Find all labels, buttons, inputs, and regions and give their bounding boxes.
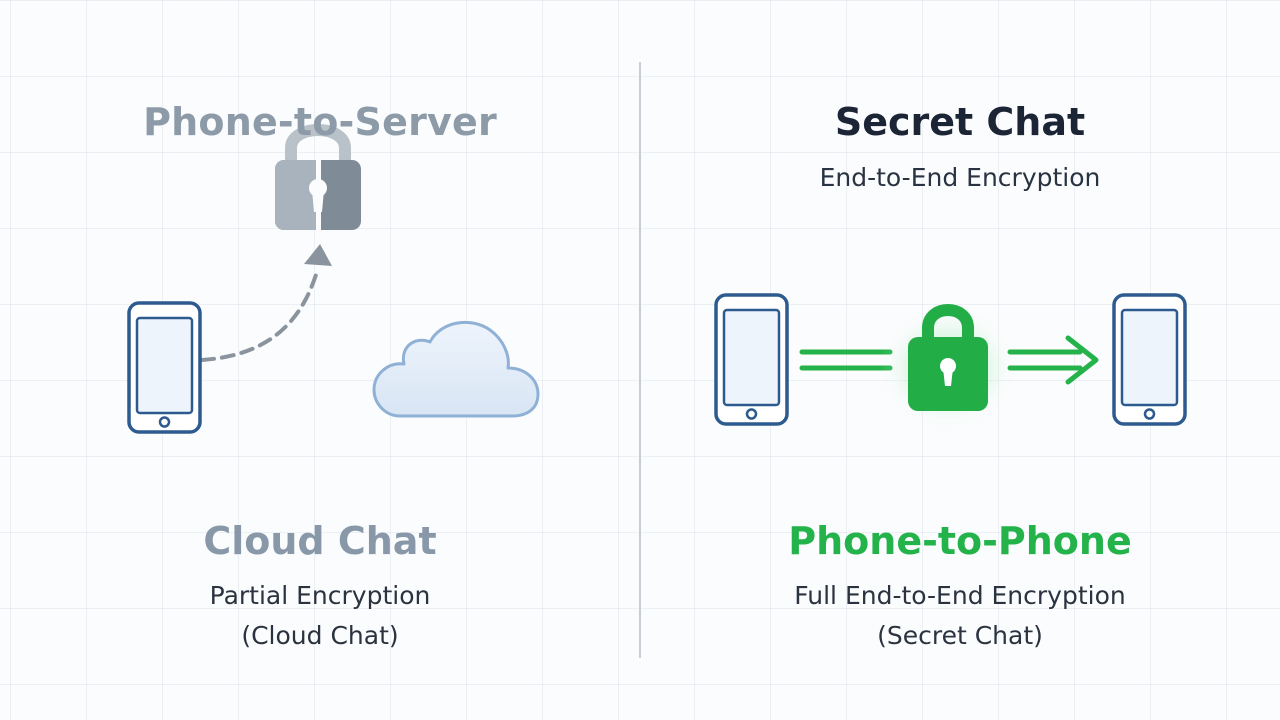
full-encryption-label: Full End-to-End Encryption xyxy=(794,581,1126,610)
partial-encryption-label: Partial Encryption xyxy=(209,581,431,610)
phone-icon xyxy=(127,301,202,434)
secret-chat-panel: Secret Chat End-to-End Encryption Phone-… xyxy=(640,0,1280,720)
cloud-chat-graphics xyxy=(127,124,540,434)
cloud-chat-caption: (Cloud Chat) xyxy=(241,621,399,650)
double-arrow-icon xyxy=(1007,335,1099,385)
double-line-icon xyxy=(799,349,893,371)
phone-to-phone-title: Phone-to-Phone xyxy=(788,519,1132,563)
receiver-phone-icon xyxy=(1112,293,1187,426)
secret-chat-graphics xyxy=(714,293,1187,430)
green-lock-icon xyxy=(878,304,1018,430)
cloud-chat-title: Cloud Chat xyxy=(203,519,437,563)
secret-chat-title: Secret Chat xyxy=(834,100,1086,144)
cloud-icon xyxy=(372,320,540,418)
secret-chat-caption: (Secret Chat) xyxy=(877,621,1043,650)
cloud-chat-panel: Phone-to-Server Cloud Chat Partial Encry… xyxy=(127,100,540,650)
end-to-end-subtitle: End-to-End Encryption xyxy=(819,163,1101,192)
panel-divider xyxy=(639,62,641,658)
dashed-arrow-icon xyxy=(200,244,332,362)
sender-phone-icon xyxy=(714,293,789,426)
phone-to-server-title: Phone-to-Server xyxy=(143,100,497,144)
split-lock-icon xyxy=(275,124,361,232)
